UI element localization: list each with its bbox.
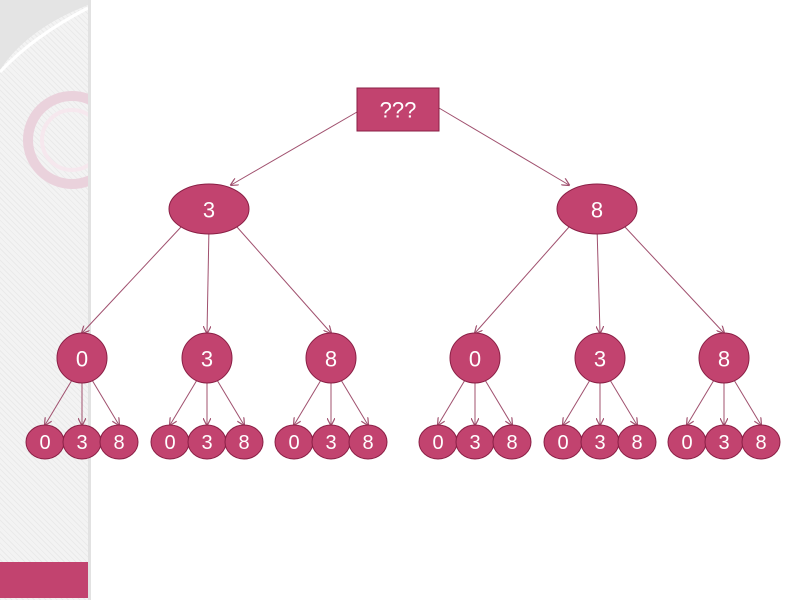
- edge-level2-to-leaf: [170, 380, 197, 425]
- leaf-node: 0: [419, 425, 457, 459]
- root-node-label: ???: [380, 98, 417, 123]
- level2-node-label: 0: [76, 347, 88, 372]
- leaf-node: 8: [349, 425, 387, 459]
- leaf-node: 8: [742, 425, 780, 459]
- leaf-node-label: 3: [718, 432, 729, 454]
- level2-node-label: 0: [469, 347, 481, 372]
- leaf-node-label: 0: [557, 432, 568, 454]
- leaf-node: 3: [581, 425, 619, 459]
- level2-node-label: 8: [718, 347, 730, 372]
- leaf-node-label: 3: [201, 432, 212, 454]
- level2-node: 3: [575, 333, 625, 383]
- leaf-node-label: 0: [164, 432, 175, 454]
- level1-node-label: 8: [591, 198, 603, 223]
- root-node: ???: [357, 88, 439, 131]
- leaf-node: 8: [100, 425, 138, 459]
- leaf-node-label: 3: [325, 432, 336, 454]
- leaf-node-label: 8: [755, 432, 766, 454]
- leaf-node-label: 0: [39, 432, 50, 454]
- level2-node: 0: [57, 333, 107, 383]
- level2-node-label: 3: [594, 347, 606, 372]
- leaf-node: 0: [668, 425, 706, 459]
- edge-level2-to-leaf: [217, 380, 244, 425]
- edge-level2-to-leaf: [45, 380, 72, 425]
- level2-node: 0: [450, 333, 500, 383]
- leaf-node-label: 0: [288, 432, 299, 454]
- leaf-node: 0: [26, 425, 64, 459]
- edge-level2-to-leaf: [734, 380, 761, 425]
- level2-node-label: 3: [201, 347, 213, 372]
- leaf-node: 3: [312, 425, 350, 459]
- leaf-node: 0: [544, 425, 582, 459]
- edge-level1-to-level2: [237, 227, 331, 333]
- leaf-node: 3: [188, 425, 226, 459]
- level1-node: 3: [169, 184, 249, 234]
- edge-level1-to-level2: [597, 227, 600, 333]
- edge-level2-to-leaf: [438, 380, 465, 425]
- edge-level1-to-level2: [625, 227, 724, 333]
- leaf-node: 8: [618, 425, 656, 459]
- edge-level2-to-leaf: [294, 380, 321, 425]
- edge-level2-to-leaf: [687, 380, 714, 425]
- leaf-node-label: 0: [432, 432, 443, 454]
- level2-node-label: 8: [325, 347, 337, 372]
- level2-node: 3: [182, 333, 232, 383]
- level1-node-label: 3: [203, 198, 215, 223]
- edge-level2-to-leaf: [563, 380, 590, 425]
- leaf-node-label: 8: [238, 432, 249, 454]
- edge-level2-to-leaf: [485, 380, 512, 425]
- leaf-node-label: 3: [594, 432, 605, 454]
- leaf-node-label: 8: [113, 432, 124, 454]
- tree-nodes: ??? 3 0 0 3 8 3 0 3 8 8 0 3 8 8 0 0 3 8 3 0 3 8 8 0 3 8: [26, 88, 780, 459]
- edge-level1-to-level2: [207, 227, 209, 333]
- leaf-node-label: 8: [631, 432, 642, 454]
- edge-level2-to-leaf: [610, 380, 637, 425]
- leaf-node-label: 0: [681, 432, 692, 454]
- leaf-node: 3: [63, 425, 101, 459]
- level2-node: 8: [306, 333, 356, 383]
- level2-node: 8: [699, 333, 749, 383]
- edge-root-to-level1: [231, 112, 357, 185]
- leaf-node-label: 8: [362, 432, 373, 454]
- edge-level1-to-level2: [475, 227, 569, 333]
- leaf-node: 0: [151, 425, 189, 459]
- leaf-node-label: 3: [76, 432, 87, 454]
- leaf-node: 3: [456, 425, 494, 459]
- edge-root-to-level1: [439, 108, 569, 185]
- leaf-node: 8: [493, 425, 531, 459]
- tree-edges: [45, 108, 761, 425]
- leaf-node-label: 8: [506, 432, 517, 454]
- edge-level1-to-level2: [82, 227, 181, 333]
- leaf-node: 8: [225, 425, 263, 459]
- level1-node: 8: [557, 184, 637, 234]
- edge-level2-to-leaf: [341, 380, 368, 425]
- leaf-node-label: 3: [469, 432, 480, 454]
- leaf-node: 3: [705, 425, 743, 459]
- leaf-node: 0: [275, 425, 313, 459]
- edge-level2-to-leaf: [92, 380, 119, 425]
